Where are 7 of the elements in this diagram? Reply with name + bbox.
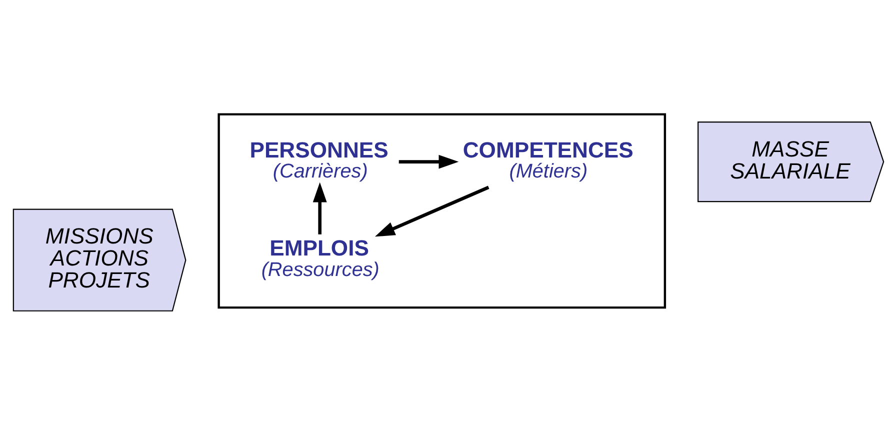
node-text: PERSONNES (Carrières)	[249, 136, 388, 182]
arrow	[312, 182, 326, 234]
node-text: COMPETENCES (Métiers)	[462, 136, 633, 182]
arrow	[374, 185, 489, 236]
node-text: EMPLOIS (Ressources)	[260, 235, 379, 280]
cluster	[217, 112, 666, 308]
arrow	[398, 154, 458, 168]
